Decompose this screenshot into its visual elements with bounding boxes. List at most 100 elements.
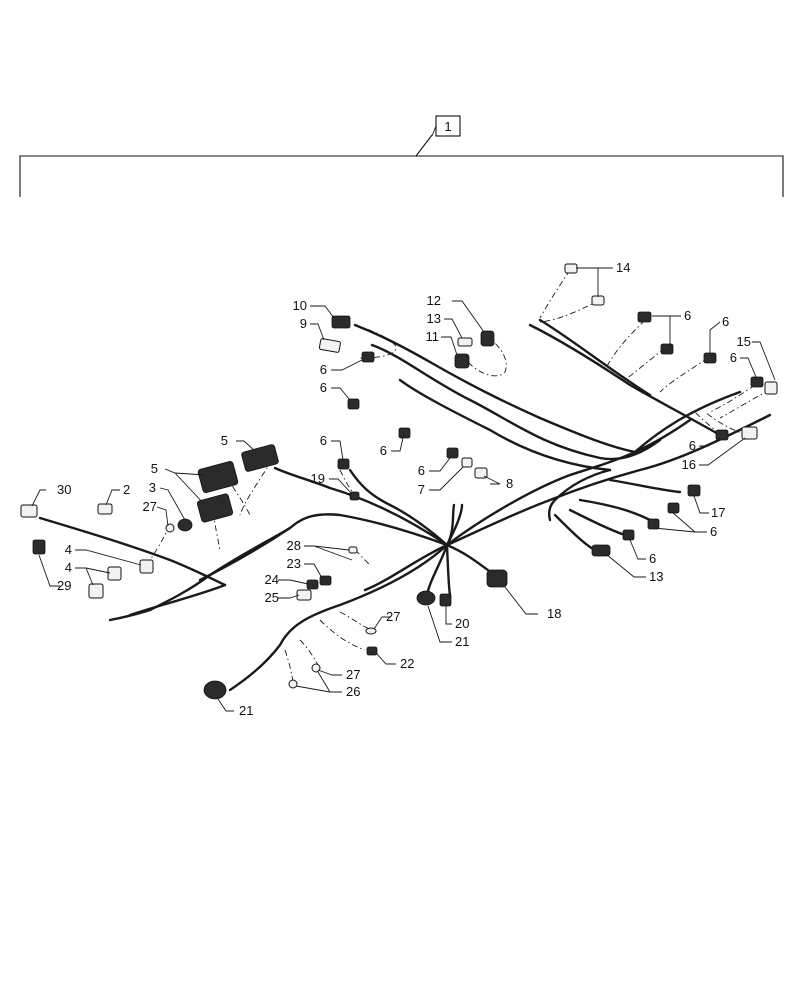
callout-27b: 27 [346, 667, 360, 682]
callout-10: 10 [293, 298, 307, 313]
callout-2: 2 [123, 482, 130, 497]
connector-6-h [703, 352, 717, 364]
connector-23 [319, 575, 332, 586]
callout-24: 24 [265, 572, 279, 587]
callout-14: 14 [616, 260, 630, 275]
callout-5b: 5 [151, 461, 158, 476]
callout-7: 7 [418, 482, 425, 497]
connector-17 [687, 484, 701, 497]
callout-29: 29 [57, 578, 71, 593]
terminal-27-c [165, 523, 175, 533]
callout-28: 28 [287, 538, 301, 553]
callout-6-k: 6 [649, 551, 656, 566]
connector-14a [564, 263, 578, 274]
callout-27a: 27 [386, 609, 400, 624]
callout-1: 1 [444, 119, 451, 134]
connector-6-b [347, 398, 360, 410]
connector-28 [348, 546, 358, 554]
connector-14b [591, 295, 605, 306]
connector-6-l [647, 518, 660, 530]
connector-13-bottom [591, 544, 611, 557]
terminal-26 [288, 679, 298, 689]
harness-trunks [38, 318, 772, 692]
connector-24 [306, 579, 319, 590]
connector-9 [318, 338, 341, 353]
callout-13a: 13 [427, 311, 441, 326]
callout-27c: 27 [143, 499, 157, 514]
callout-19: 19 [311, 471, 325, 486]
callout-labels: 10 9 12 13 11 6 6 6 6 6 7 8 19 14 6 6 15… [57, 260, 751, 718]
connector-29 [32, 539, 46, 555]
callout-22: 22 [400, 656, 414, 671]
callout-12: 12 [427, 293, 441, 308]
connector-16 [741, 426, 758, 440]
callout-15: 15 [737, 334, 751, 349]
callout-9: 9 [300, 316, 307, 331]
callout-6-h: 6 [730, 350, 737, 365]
callout-8: 8 [506, 476, 513, 491]
connector-6-e [446, 447, 459, 459]
callout-6-i: 6 [689, 438, 696, 453]
connector-6-top [361, 351, 375, 363]
terminal-27-b [311, 663, 321, 673]
callout-6-g: 6 [722, 314, 729, 329]
connector-4a [139, 559, 154, 574]
callout-6-a: 6 [320, 362, 327, 377]
connector-6-i [750, 376, 764, 388]
callout-30: 30 [57, 482, 71, 497]
connector-30 [20, 504, 38, 518]
callout-6-b: 6 [320, 380, 327, 395]
callout-6-c: 6 [320, 433, 327, 448]
assembly-bracket: 1 [19, 115, 784, 197]
relay-block-5b [197, 461, 239, 493]
callout-18: 18 [547, 606, 561, 621]
callout-6-j: 6 [710, 524, 717, 539]
connector-21-low [203, 680, 227, 700]
connector-15 [764, 381, 778, 395]
connector-6-k [667, 502, 680, 514]
callout-6-d: 6 [380, 443, 387, 458]
callout-4b: 4 [65, 560, 72, 575]
connector-11 [454, 353, 470, 369]
callout-23: 23 [287, 556, 301, 571]
connector-12 [480, 330, 495, 347]
connector-13-top [457, 337, 473, 347]
connector-6-d [337, 458, 350, 470]
callout-17: 17 [711, 505, 725, 520]
callout-5a: 5 [221, 433, 228, 448]
connectors [20, 263, 778, 700]
terminal-27-a [365, 627, 377, 635]
connector-7 [461, 457, 473, 468]
callout-3: 3 [149, 480, 156, 495]
callout-6-f: 6 [684, 308, 691, 323]
callout-21a: 21 [455, 634, 469, 649]
connector-6-g [660, 343, 674, 355]
connector-19 [349, 491, 360, 501]
connector-18 [486, 569, 508, 588]
callout-13b: 13 [649, 569, 663, 584]
connector-4c [88, 583, 104, 599]
callout-11: 11 [426, 329, 440, 344]
callout-20: 20 [455, 616, 469, 631]
relay-block-3 [196, 493, 234, 523]
connector-6-c [398, 427, 411, 439]
connector-4b [107, 566, 122, 581]
leader-lines [31, 267, 776, 712]
callout-4a: 4 [65, 542, 72, 557]
connector-2 [97, 503, 113, 515]
connector-22 [366, 646, 378, 656]
connector-25 [296, 589, 312, 601]
connector-6-m [622, 529, 635, 541]
connector-3-round [177, 518, 193, 532]
callout-26: 26 [346, 684, 360, 699]
callout-16: 16 [682, 457, 696, 472]
connector-21-hub [416, 590, 436, 606]
connector-20 [439, 593, 452, 607]
callout-6-e: 6 [418, 463, 425, 478]
connector-6-f [637, 311, 652, 323]
connector-10 [331, 315, 351, 329]
relay-block-5a [241, 444, 279, 472]
connector-6-j [715, 429, 729, 441]
callout-21b: 21 [239, 703, 253, 718]
